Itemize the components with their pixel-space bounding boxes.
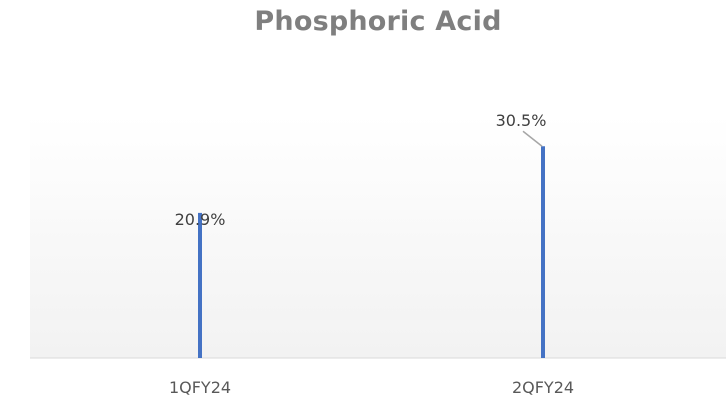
x-tick-label: 2QFY24: [512, 378, 574, 397]
chart-marks: 1QFY24 20.9% 2QFY24 30.5%: [169, 111, 574, 397]
data-label-leader-line: [522, 130, 543, 147]
plot-area-background: [30, 115, 726, 358]
x-tick-label: 1QFY24: [169, 378, 231, 397]
bar-2QFY24: [541, 146, 545, 358]
data-label: 30.5%: [496, 111, 547, 130]
bar-1QFY24: [198, 212, 202, 358]
data-label: 20.9%: [175, 210, 226, 229]
chart-title: Phosphoric Acid: [254, 6, 502, 37]
